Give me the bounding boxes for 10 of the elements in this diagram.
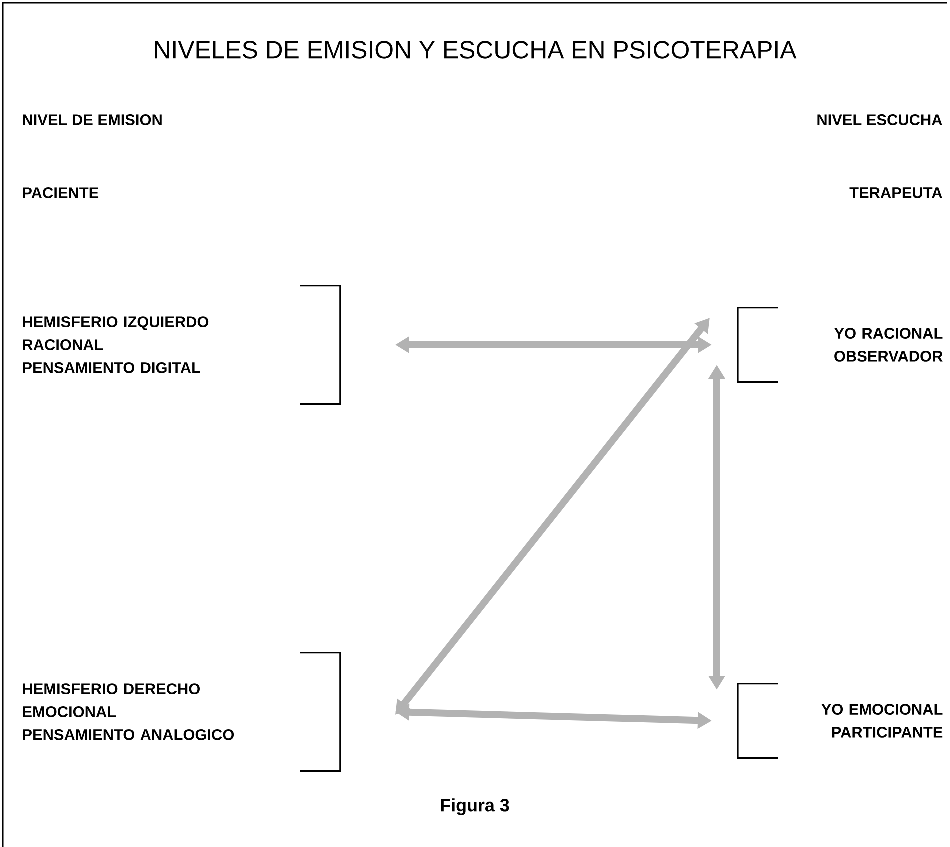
bracket-group: HEMISFERIO IZQUIERDO RACIONAL PENSAMIENTO DIGITAL <box>23 285 342 405</box>
title: NIVELES DE EMISION Y ESCUCHA EN PSICOTERAPIA <box>155 41 797 59</box>
caption: Figura 3 <box>441 798 510 816</box>
bracket-group: HEMISFERIO DERECHO EMOCIONAL PENSAMIENTO ANALOGICO <box>23 652 342 772</box>
bracket-group: YO RACIONAL OBSERVADOR <box>737 307 943 383</box>
column-label: TERAPEUTA <box>850 188 942 198</box>
column-label: NIVEL DE EMISION <box>23 114 162 126</box>
column-label: PACIENTE <box>23 188 99 198</box>
bracket-group: YO EMOCIONAL PARTICIPANTE <box>737 683 943 759</box>
column-label: NIVEL ESCUCHA <box>818 114 942 126</box>
